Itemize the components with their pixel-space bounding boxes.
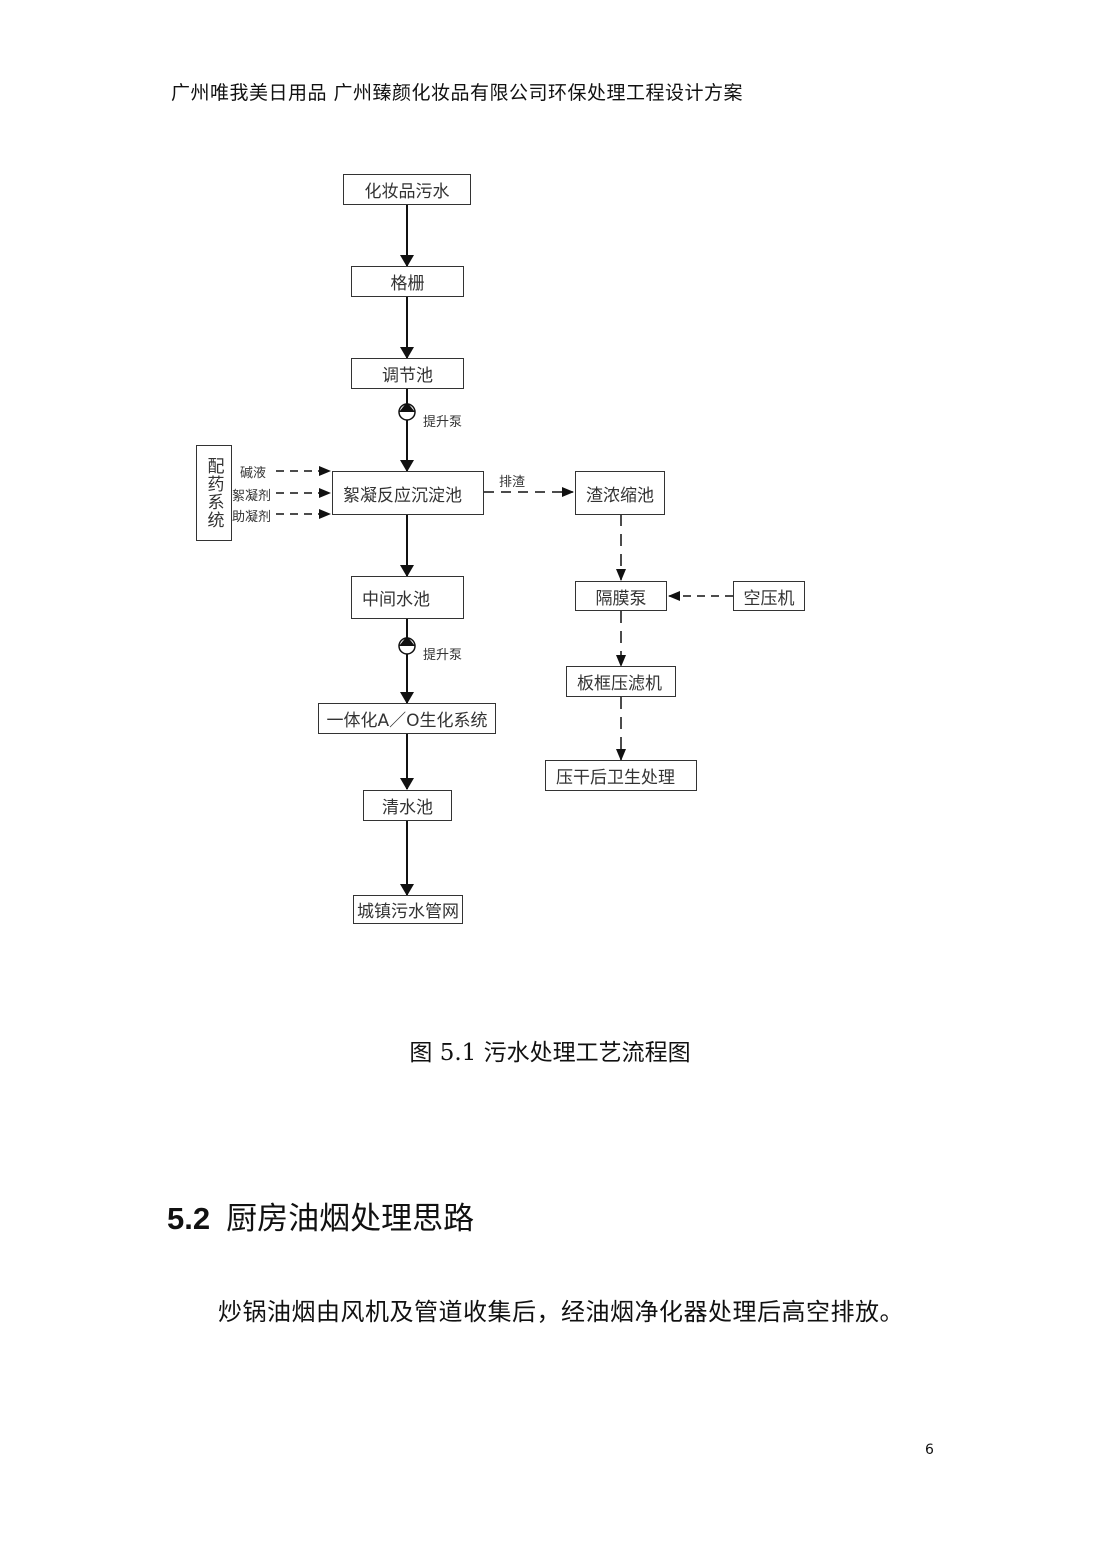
sludge-discharge-label: 排渣 <box>499 475 526 490</box>
pump-symbol-1 <box>398 402 416 421</box>
node-screen: 格栅 <box>351 266 464 297</box>
node-integrated-ao-system: 一体化A／O生化系统 <box>318 703 496 734</box>
node-diaphragm-pump: 隔膜泵 <box>575 581 667 611</box>
node-flocculation-sedimentation-tank: 絮凝反应沉淀池 <box>332 471 484 515</box>
node-equalization-tank: 调节池 <box>351 358 464 389</box>
pump-symbol-2 <box>398 636 416 655</box>
section-heading: 5.2 厨房油烟处理思路 <box>167 1193 474 1238</box>
pump-label-2: 提升泵 <box>423 648 463 663</box>
process-flow-diagram: 化妆品污水 格栅 调节池 提升泵 配药系统 碱液 絮凝剂 助凝剂 絮凝反应沉淀池… <box>196 174 805 924</box>
body-paragraph: 炒锅油烟由风机及管道收集后，经油烟净化器处理后高空排放。 <box>218 1298 904 1326</box>
node-clear-water-tank: 清水池 <box>363 790 452 821</box>
node-intermediate-tank: 中间水池 <box>351 576 464 619</box>
node-sludge-thickener: 渣浓缩池 <box>575 471 665 515</box>
dosing-alkali-label: 碱液 <box>240 466 267 481</box>
node-raw-wastewater: 化妆品污水 <box>343 174 471 205</box>
node-plate-frame-filter-press: 板框压滤机 <box>566 666 676 697</box>
flow-connectors <box>276 205 733 896</box>
dosing-coagulant-label: 助凝剂 <box>232 510 272 525</box>
dosing-system-label: 配药系统 <box>203 457 224 529</box>
node-air-compressor: 空压机 <box>733 581 805 611</box>
section-number: 5.2 <box>167 1201 211 1236</box>
node-municipal-sewer: 城镇污水管网 <box>353 895 463 924</box>
page-header: 广州唯我美日用品 广州臻颜化妆品有限公司环保处理工程设计方案 <box>171 82 744 104</box>
figure-caption: 图 5.1 污水处理工艺流程图 <box>409 1040 691 1066</box>
page-number: 6 <box>925 1442 934 1458</box>
section-title: 厨房油烟处理思路 <box>226 1201 475 1237</box>
pump-label-1: 提升泵 <box>423 415 463 430</box>
node-dry-sanitation-disposal: 压干后卫生处理 <box>545 760 697 791</box>
dosing-flocculant-label: 絮凝剂 <box>232 489 272 504</box>
node-dosing-system: 配药系统 <box>196 445 232 541</box>
